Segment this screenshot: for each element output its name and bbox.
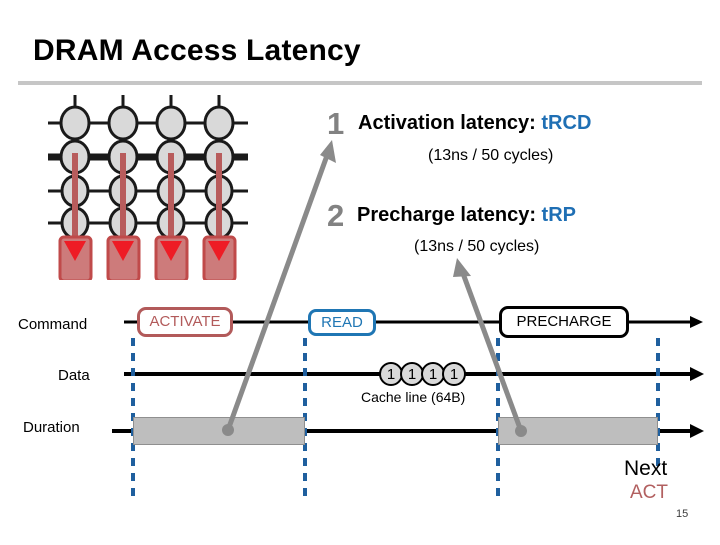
callout-1-term: tRCD xyxy=(541,112,592,134)
row-label-duration: Duration xyxy=(23,419,80,436)
row-label-data: Data xyxy=(58,367,90,384)
page-title: DRAM Access Latency xyxy=(33,34,361,67)
cache-line-caption: Cache line (64B) xyxy=(361,389,466,405)
cache-line-bit-3: 1 xyxy=(450,366,458,383)
cache-line-bit-2: 1 xyxy=(429,366,437,383)
callout-1-heading-text: Activation latency: xyxy=(358,112,542,134)
command-box-precharge[interactable]: PRECHARGE xyxy=(499,306,629,338)
command-box-read[interactable]: READ xyxy=(308,309,376,336)
title-divider xyxy=(18,81,702,85)
command-box-read-label: READ xyxy=(321,313,363,331)
next-command-label: ACT xyxy=(630,482,668,503)
command-box-precharge-label: PRECHARGE xyxy=(516,313,612,331)
duration-bar-precharge xyxy=(498,417,658,445)
callout-1-subtext: (13ns / 50 cycles) xyxy=(428,147,554,164)
cache-line-bit-1: 1 xyxy=(408,366,416,383)
callout-2-heading-text: Precharge latency: xyxy=(357,204,542,226)
command-box-activate[interactable]: ACTIVATE xyxy=(137,307,233,337)
slide-number: 15 xyxy=(676,508,689,520)
cache-line-bits: 1 1 1 1 xyxy=(378,361,478,386)
duration-bar-activate xyxy=(133,417,305,445)
callout-2-subtext: (13ns / 50 cycles) xyxy=(414,238,540,255)
callout-2-heading: Precharge latency: tRP xyxy=(357,205,576,225)
row-label-command: Command xyxy=(18,316,88,333)
dram-array-diagram xyxy=(48,95,248,280)
callout-1-heading: Activation latency: tRCD xyxy=(358,113,591,133)
command-box-activate-label: ACTIVATE xyxy=(149,313,221,331)
callout-2-term: tRP xyxy=(541,204,576,226)
callout-1-number: 1 xyxy=(327,106,345,141)
cache-line-bit-0: 1 xyxy=(387,366,395,383)
next-label: Next xyxy=(624,457,668,480)
